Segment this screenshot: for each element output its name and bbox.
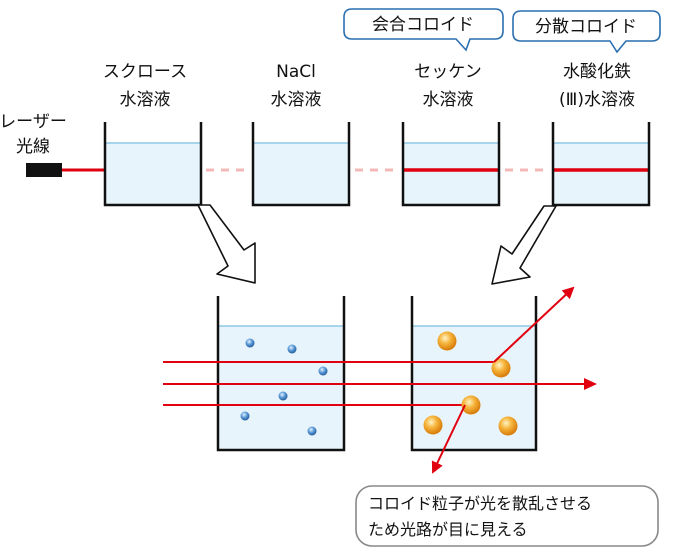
- small-particle: [278, 391, 288, 401]
- callout-dispersed-colloid-label: 分散コロイド: [535, 17, 637, 37]
- beam-arrowhead-right-icon: [584, 378, 597, 390]
- colloid-particle: [461, 395, 481, 415]
- beaker-3-name: セッケン: [414, 62, 482, 82]
- small-particle: [245, 338, 255, 348]
- scattered-ray-down: [431, 404, 466, 474]
- small-particles: [240, 338, 328, 436]
- laser-source-icon: [26, 163, 62, 177]
- small-particle: [240, 411, 250, 421]
- explanation-line1: コロイド粒子が光を散乱させる: [368, 494, 592, 513]
- beaker-2-solution: 水溶液: [271, 90, 322, 110]
- explanation-line2: ため光路が目に見える: [368, 520, 528, 539]
- beaker-nacl: [251, 122, 351, 207]
- colloid-particle: [498, 416, 518, 436]
- beaker-soap: [401, 122, 501, 207]
- small-particle: [287, 344, 297, 354]
- explanation-box: コロイド粒子が光を散乱させる ため光路が目に見える: [355, 485, 659, 547]
- callout-associated-colloid: 会合コロイド: [343, 8, 504, 52]
- beaker-iron-hydroxide: [551, 122, 651, 207]
- beaker-1-name: スクロース: [103, 62, 187, 82]
- zoom-arrow-right-icon: [491, 205, 557, 285]
- beaker-4-name: 水酸化鉄: [563, 62, 631, 82]
- colloid-particle: [423, 415, 443, 435]
- colloid-particles: [423, 331, 518, 436]
- callout-dispersed-colloid: 分散コロイド: [512, 10, 661, 54]
- small-particle: [318, 366, 328, 376]
- magnified-beams: [163, 361, 584, 406]
- magnified-beaker-solution: [216, 296, 346, 452]
- scattered-ray-up: [493, 286, 575, 363]
- beaker-4-solution: (Ⅲ)水溶液: [559, 90, 635, 110]
- laser-label-line2: 光線: [16, 137, 50, 157]
- beaker-sucrose: [103, 122, 203, 207]
- colloid-particle: [437, 331, 457, 351]
- beaker-1-solution: 水溶液: [120, 90, 171, 110]
- beaker-3-solution: 水溶液: [423, 90, 474, 110]
- colloid-particle: [491, 358, 511, 378]
- zoom-arrow-left-icon: [197, 204, 256, 284]
- laser-label-line1: レーザー: [0, 112, 67, 132]
- callout-associated-colloid-label: 会合コロイド: [372, 15, 474, 35]
- small-particle: [307, 426, 317, 436]
- beaker-2-name: NaCl: [276, 62, 316, 82]
